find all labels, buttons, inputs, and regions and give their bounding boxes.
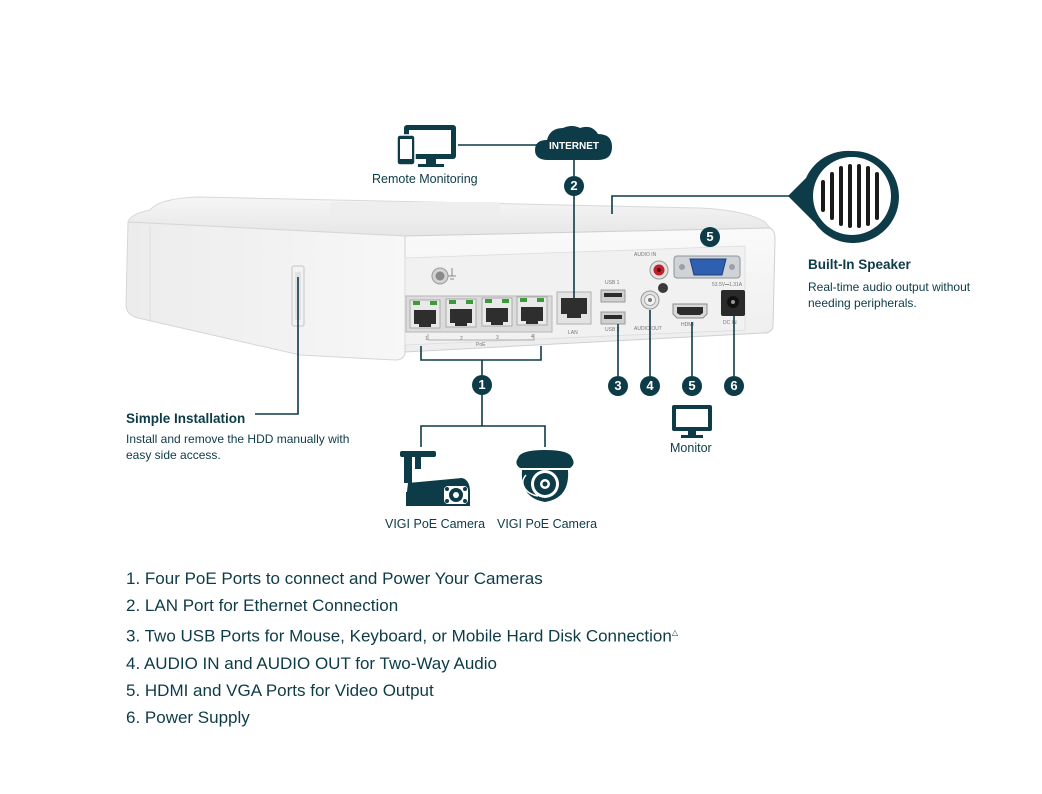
connector-lines xyxy=(255,144,790,447)
hdmi-port: HDMI xyxy=(672,303,708,328)
badge-vga: 5 xyxy=(700,227,720,247)
monitor-label: Monitor xyxy=(670,441,712,455)
feature-item: 5. HDMI and VGA Ports for Video Output xyxy=(126,680,434,700)
feature-list: 1. Four PoE Ports to connect and Power Y… xyxy=(126,565,678,731)
badge-poe-ports: 1 xyxy=(472,375,492,395)
badge-power: 6 xyxy=(724,376,744,396)
power-jack: DC IN xyxy=(721,290,745,326)
monitor-icon xyxy=(672,405,712,438)
feature-item: 3. Two USB Ports for Mouse, Keyboard, or… xyxy=(126,626,678,646)
poe-port-3-label: 3 xyxy=(496,335,499,341)
badge-usb: 3 xyxy=(608,376,628,396)
usb1-label: USB 1 xyxy=(605,280,620,286)
poe-port-2-label: 2 xyxy=(460,336,463,342)
remote-monitoring-label: Remote Monitoring xyxy=(372,172,478,186)
lan-label: LAN xyxy=(568,330,578,336)
camera-bullet-label: VIGI PoE Camera xyxy=(385,517,486,531)
feature-item: 4. AUDIO IN and AUDIO OUT for Two-Way Au… xyxy=(126,653,497,673)
bullet-camera-icon xyxy=(400,451,470,506)
nvr-device: 1 2 3 4 PoE LAN USB 1 USB 2 AUDIO IN xyxy=(125,196,776,361)
usb-ports: USB 1 USB 2 xyxy=(600,280,626,333)
footnote-mark: △ xyxy=(671,628,678,637)
power-rating-label: 53.5V⎓1.31A xyxy=(712,282,743,288)
monitor-phone-icon xyxy=(396,125,456,167)
poe-port-1-label: 1 xyxy=(425,336,428,342)
hdmi-label: HDMI xyxy=(681,322,694,328)
badge-lan: 2 xyxy=(564,176,584,196)
poe-label: PoE xyxy=(476,342,486,348)
internet-label: INTERNET xyxy=(549,141,599,152)
dc-in-label: DC IN xyxy=(723,320,737,326)
turret-camera-icon xyxy=(516,450,574,502)
audio-out-label: AUDIO OUT xyxy=(634,326,662,332)
audio-in-label: AUDIO IN xyxy=(634,252,657,258)
built-in-speaker-desc: Real-time audio output without needing p… xyxy=(808,280,971,310)
audio-jacks: AUDIO IN AUDIO OUT xyxy=(634,252,669,332)
built-in-speaker-title: Built-In Speaker xyxy=(808,257,911,272)
feature-item: 2. LAN Port for Ethernet Connection xyxy=(126,596,399,615)
simple-installation-desc: Install and remove the HDD manually with… xyxy=(126,432,350,462)
poe-ports: 1 2 3 4 PoE xyxy=(405,295,553,348)
feature-item: 1. Four PoE Ports to connect and Power Y… xyxy=(126,569,543,588)
vga-port xyxy=(673,255,741,279)
usb2-label: USB 2 xyxy=(605,327,620,333)
feature-item: 6. Power Supply xyxy=(126,707,250,727)
badge-audio: 4 xyxy=(640,376,660,396)
cloud-icon: INTERNET xyxy=(535,126,612,160)
poe-port-4-label: 4 xyxy=(531,334,534,340)
camera-turret-label: VIGI PoE Camera xyxy=(497,517,598,531)
simple-installation-title: Simple Installation xyxy=(126,411,246,426)
badge-hdmi: 5 xyxy=(682,376,702,396)
speaker-icon xyxy=(788,150,899,243)
